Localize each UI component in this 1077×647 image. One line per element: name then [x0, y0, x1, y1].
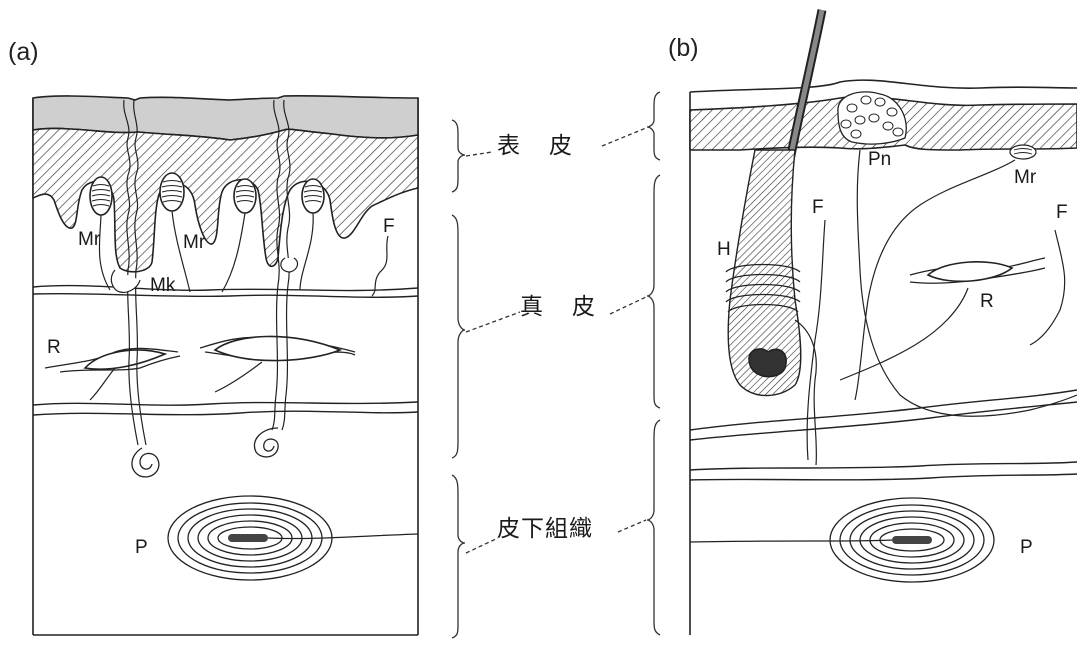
meissner-corpuscle-a1: [90, 177, 112, 215]
bracket-dermis-right: [647, 175, 660, 408]
meissner-corpuscle-a3: [234, 179, 256, 213]
bracket-epidermis-right: [647, 92, 660, 160]
layer-label-epidermis: 表 皮: [497, 135, 575, 158]
bracket-subcutis-right: [647, 420, 660, 635]
bracket-epidermis-left: [452, 120, 465, 192]
label-b-h: H: [717, 240, 731, 259]
meissner-corpuscle-a2: [160, 173, 184, 211]
panel-a: [33, 96, 418, 635]
label-a-mk: Mk: [150, 276, 175, 295]
label-b-f-right: F: [1056, 203, 1068, 222]
label-b-p: P: [1020, 538, 1033, 557]
panel-b-label: (b): [668, 36, 699, 61]
layer-label-dermis: 真 皮: [520, 296, 598, 319]
label-a-f: F: [383, 217, 395, 236]
panel-a-label: (a): [8, 40, 39, 65]
pacinian-corpuscle-a: [168, 496, 418, 580]
pacinian-corpuscle-b: [690, 498, 994, 582]
ruffini-ending-a1: [45, 348, 180, 372]
label-b-r: R: [980, 292, 994, 311]
ruffini-ending-b: [910, 258, 1045, 283]
bracket-dermis-left: [452, 215, 465, 458]
merkel-coil-a2: [254, 428, 278, 457]
hair-follicle: [726, 10, 822, 396]
layer-brackets: [452, 92, 660, 638]
meissner-corpuscle-b: [1010, 145, 1036, 159]
layer-label-subcutis: 皮下組織: [497, 518, 593, 541]
label-a-p: P: [135, 538, 148, 557]
label-b-pn: Pn: [868, 150, 891, 169]
panel-b: [690, 10, 1077, 635]
merkel-coil-a1: [132, 448, 159, 477]
label-a-r: R: [47, 338, 61, 357]
label-b-mr: Mr: [1014, 168, 1036, 187]
label-b-f-left: F: [812, 198, 824, 217]
bracket-subcutis-left: [452, 475, 465, 638]
meissner-corpuscle-a4: [302, 179, 324, 213]
label-a-mr-left: Mr: [78, 230, 100, 249]
label-a-mr-right: Mr: [183, 233, 205, 252]
